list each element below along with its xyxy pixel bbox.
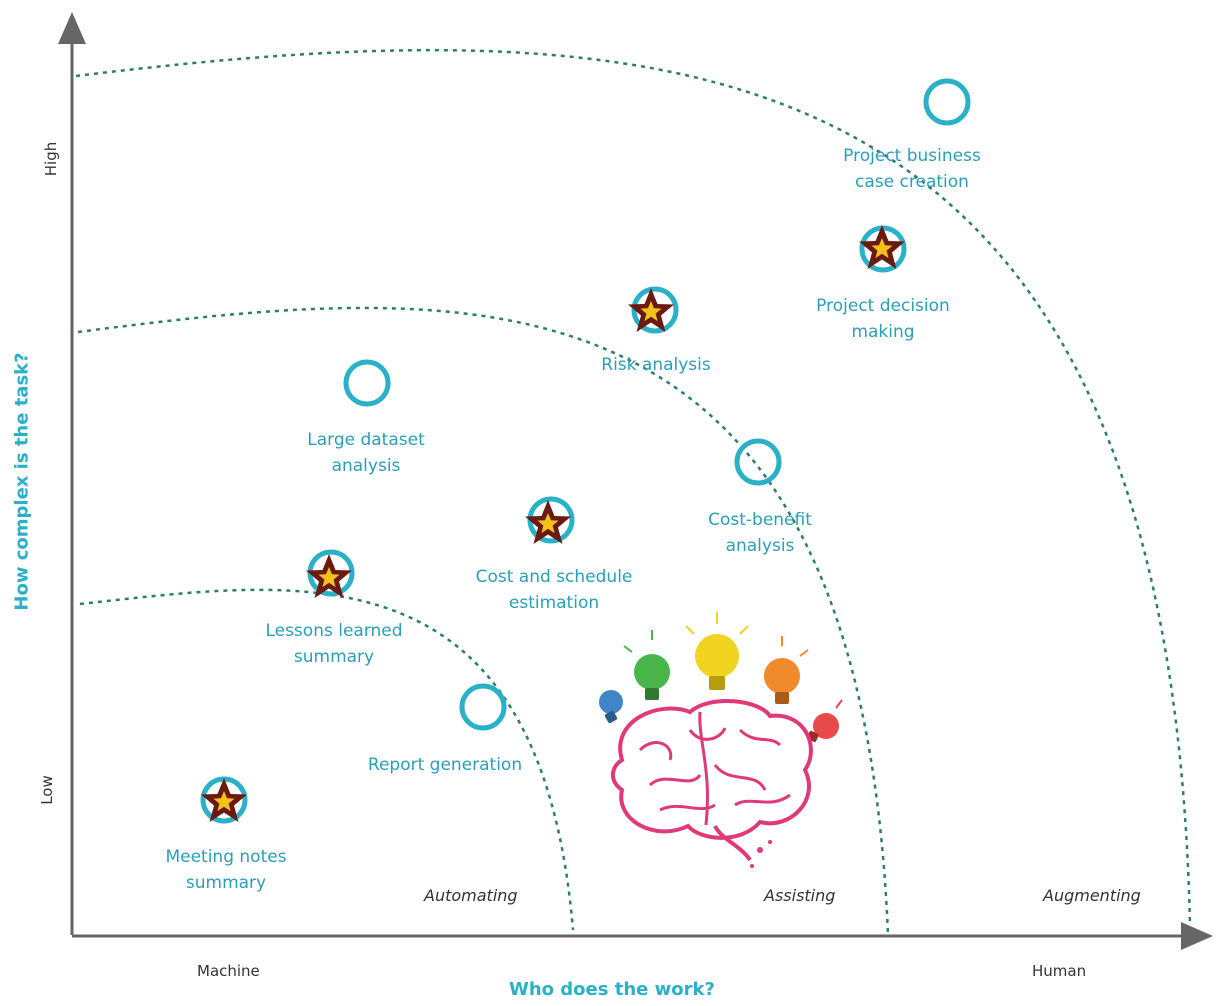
x-axis-arrow (1181, 922, 1213, 950)
large-dataset-marker (343, 359, 391, 407)
x-axis-machine-label: Machine (197, 962, 260, 980)
augmenting-zone-label: Augmenting (1043, 886, 1141, 905)
green-bulb-icon (623, 630, 670, 700)
report-generation-marker (459, 683, 507, 731)
y-axis-arrow (58, 12, 86, 44)
cost-schedule-label: Cost and schedule estimation (475, 567, 633, 613)
cost-benefit-marker (734, 438, 782, 486)
yellow-bulb-icon (685, 612, 749, 690)
augmenting-boundary (75, 48, 1192, 926)
business-case-label: Project business case creation (843, 146, 981, 192)
y-axis-title: How complex is the task? (11, 352, 33, 611)
orange-bulb-icon (764, 636, 809, 704)
automating-zone-label: Automating (424, 886, 518, 905)
large-dataset-label: Large dataset analysis (307, 430, 425, 476)
brain-with-lightbulbs-icon (599, 612, 843, 868)
red-bulb-icon (807, 699, 843, 742)
business-case-marker (923, 78, 971, 126)
cost-benefit-label: Cost-benefit analysis (708, 510, 812, 556)
x-axis-human-label: Human (1032, 962, 1087, 980)
project-decision-label: Project decision making (816, 296, 950, 342)
y-axis-high-label: High (42, 141, 60, 177)
lessons-learned-label: Lessons learned summary (265, 621, 403, 667)
assisting-zone-label: Assisting (764, 886, 836, 905)
report-generation-label: Report generation (367, 755, 523, 775)
blue-bulb-icon (599, 690, 623, 724)
risk-analysis-marker (631, 286, 679, 334)
risk-analysis-label: Risk analysis (601, 355, 711, 375)
y-axis-low-label: Low (38, 775, 56, 805)
assisting-boundary (77, 306, 890, 936)
automating-boundary (79, 588, 575, 931)
meeting-notes-label: Meeting notes summary (165, 847, 287, 893)
x-axis-title: Who does the work? (509, 979, 715, 1000)
